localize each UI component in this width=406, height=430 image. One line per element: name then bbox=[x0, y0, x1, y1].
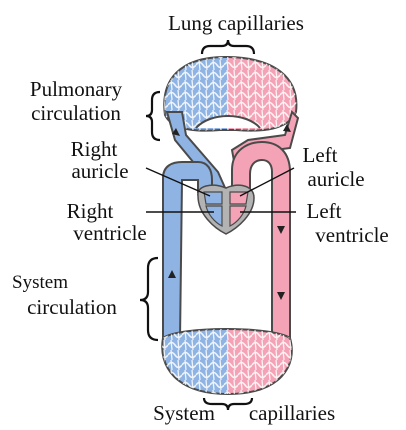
label-left-auricle-line2: auricle bbox=[307, 167, 364, 191]
label-system-capillaries-right: capillaries bbox=[249, 401, 335, 425]
aorta bbox=[232, 142, 290, 340]
label-left-ventricle-line1: Left bbox=[307, 199, 342, 223]
label-pulmonary-line1: Pulmonary bbox=[30, 77, 123, 101]
brace-pulmonary-circulation bbox=[146, 92, 160, 140]
systemic-vessels bbox=[163, 142, 290, 340]
brace-lung-capillaries bbox=[202, 40, 254, 54]
label-system-circulation-line2: circulation bbox=[27, 295, 117, 319]
system-capillary-bed bbox=[162, 329, 292, 394]
label-right-auricle-line2: auricle bbox=[71, 159, 128, 183]
label-pulmonary-line2: circulation bbox=[31, 101, 121, 125]
label-right-auricle-line1: Right bbox=[71, 137, 118, 161]
label-right-ventricle-line1: Right bbox=[67, 199, 114, 223]
label-system-capillaries-left: System bbox=[153, 401, 215, 425]
label-left-ventricle-line2: ventricle bbox=[315, 223, 388, 247]
label-lung-capillaries: Lung capillaries bbox=[168, 11, 304, 35]
label-system-circulation-line1: System bbox=[12, 272, 68, 293]
label-right-ventricle-line2: ventricle bbox=[73, 221, 146, 245]
label-left-auricle-line1: Left bbox=[303, 143, 338, 167]
brace-system-circulation bbox=[140, 258, 158, 340]
